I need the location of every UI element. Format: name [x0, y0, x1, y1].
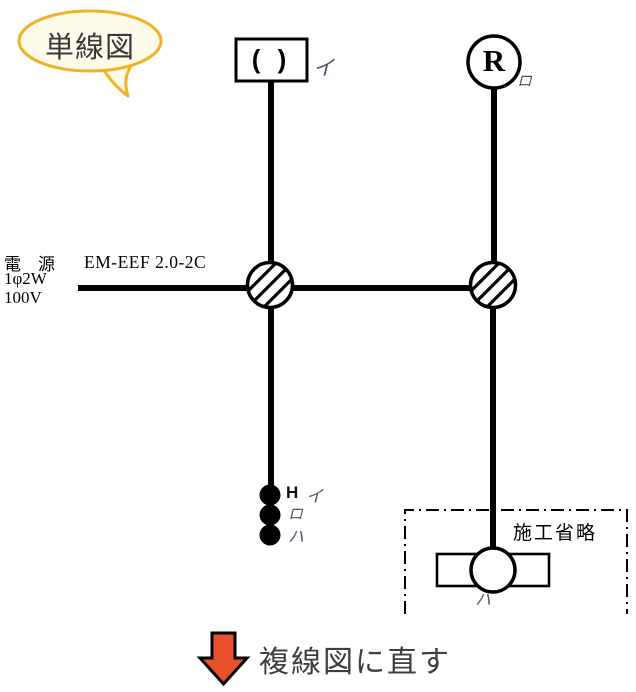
switch-dot-3: [259, 524, 281, 546]
speech-bubble: [17, 9, 163, 98]
lamp-receptacle-glyph: R: [482, 43, 506, 78]
construction-omitted-box: [404, 509, 628, 614]
junction-box-right-symbol: [468, 260, 518, 310]
fluorescent-tag: ハ: [475, 592, 492, 609]
switch-tag-3: ハ: [288, 529, 305, 546]
construction-omitted-label: 施工省略: [513, 523, 598, 544]
switch-tag-1: イ: [306, 487, 323, 506]
power-source-label-line3: 100V: [4, 288, 42, 307]
fluorescent-light-symbol: [435, 546, 551, 594]
ceiling-rosette-glyph: ( ): [251, 44, 292, 74]
switch-h-label: H: [286, 483, 299, 502]
bubble-label: 単線図: [44, 32, 135, 64]
lamp-receptacle-tag: ロ: [517, 73, 533, 90]
cable-type-label: EM-EEF 2.0-2C: [84, 252, 207, 272]
power-source-label-line2: 1φ2W: [4, 269, 47, 288]
caption-text: 複線図に直す: [259, 646, 451, 679]
ceiling-rosette-tag: イ: [313, 57, 334, 80]
switch-dots: [259, 484, 281, 546]
switch-dot-1: [259, 484, 281, 506]
power-source-label-line1: 電 源: [4, 255, 55, 274]
switch-tag-2: ロ: [288, 506, 304, 523]
junction-box-left-symbol: [245, 260, 295, 310]
lamp-receptacle-symbol: [466, 34, 522, 90]
ceiling-rosette-symbol: [234, 37, 309, 83]
down-arrow-icon: [196, 631, 251, 687]
speech-bubble-body: [17, 9, 163, 73]
switch-dot-2: [259, 504, 281, 526]
